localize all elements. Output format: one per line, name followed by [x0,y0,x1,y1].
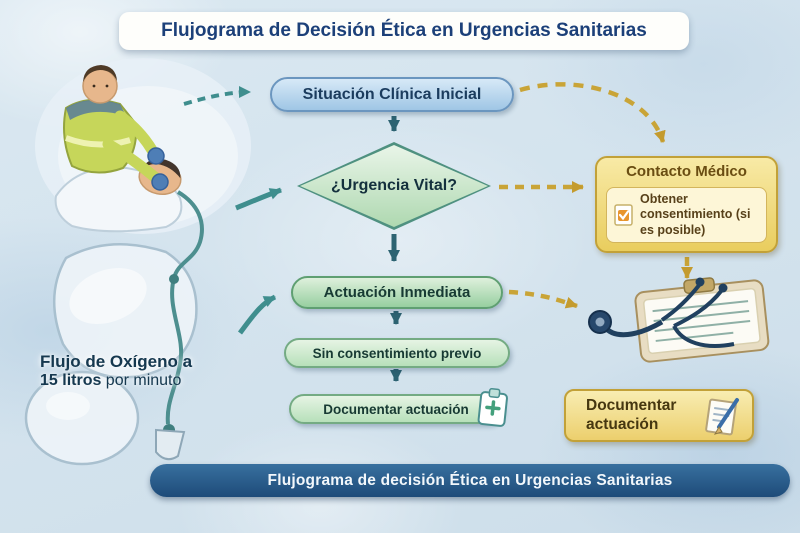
side-doc-label: Documentar actuación [586,396,677,433]
oxygen-flow-label: Flujo de Oxígeno a 15 litros por minuto [40,352,250,390]
oxygen-bag [24,243,198,466]
node-documentar-actuacion: Documentar actuación [289,394,503,424]
clipboard-plus-icon [477,388,508,427]
footer-text: Flujograma de decisión Ética en Urgencia… [267,471,673,489]
arrow-action-to-stethoscope [508,289,578,309]
paramedic-oxygen-illustration [24,58,251,466]
stethoscope-clipboard-illustration [588,277,770,363]
blue-glove-icon [151,173,169,191]
decision-label: ¿Urgencia Vital? [331,177,457,194]
node-label: Sin consentimiento previo [312,345,482,361]
node-label: Situación Clínica Inicial [302,85,482,103]
contact-note: Obtener consentimiento (si es posible) [640,192,751,237]
contact-title: Contacto Médico [626,163,747,180]
footer-banner: Flujograma de decisión Ética en Urgencia… [150,464,790,497]
oxygen-amount: 15 litros [40,372,102,389]
title-text: Flujograma de Decisión Ética en Urgencia… [161,20,647,41]
node-contacto-medico: Contacto Médico Obtener consentimiento (… [595,156,778,253]
blue-glove-icon [147,147,165,165]
node-sin-consentimiento-previo: Sin consentimiento previo [284,338,510,368]
checkbox-icon [614,204,633,226]
node-label: Actuación Inmediata [323,284,471,301]
node-actuacion-inmediata: Actuación Inmediata [291,276,503,309]
node-label: Documentar actuación [323,401,469,417]
paramedic-figure [63,65,169,191]
title-banner: Flujograma de Decisión Ética en Urgencia… [119,12,689,50]
clipboard-pen-icon [705,398,739,436]
clipboard-icon [634,277,770,363]
contact-panel: Obtener consentimiento (si es posible) [606,187,767,243]
oxygen-mask-icon [155,428,186,461]
node-documentar-actuacion-side: Documentar actuación [564,389,754,442]
stethoscope-icon [588,277,735,348]
oxygen-tube [155,190,204,461]
oxygen-line2: 15 litros por minuto [40,372,250,390]
oxygen-unit: por minuto [101,372,182,389]
arrow-start-to-contact [519,82,666,143]
node-situacion-clinica-inicial: Situación Clínica Inicial [270,77,514,112]
oxygen-line1: Flujo de Oxígeno a [40,352,193,371]
